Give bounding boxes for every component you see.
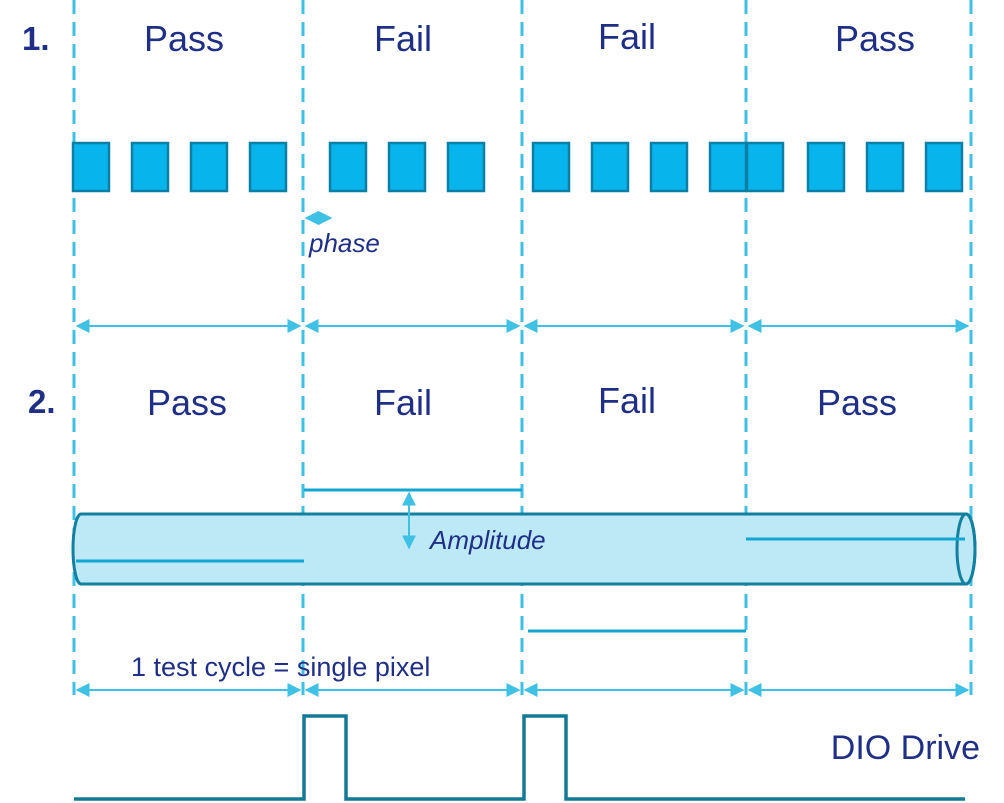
dio-waveform	[74, 714, 965, 801]
cylinder-end-cap	[955, 512, 977, 586]
pixel-block	[130, 141, 170, 193]
segment-label: Pass	[144, 18, 224, 59]
pixel-block	[745, 141, 785, 193]
pixel-row	[71, 141, 964, 193]
segment-label: Fail	[374, 382, 432, 423]
pixel-block	[806, 141, 846, 193]
test-cycle-label: 1 test cycle = single pixel	[131, 652, 430, 682]
pixel-block	[328, 141, 368, 193]
pixel-block	[446, 141, 486, 193]
pixel-block	[248, 141, 288, 193]
pixel-block	[189, 141, 229, 193]
section-1-number: 1.	[22, 20, 50, 57]
section-2-number: 2.	[28, 383, 56, 420]
pixel-block	[590, 141, 630, 193]
pixel-block	[708, 141, 748, 193]
pixel-block	[71, 141, 111, 193]
cycle-boundaries	[72, 0, 973, 695]
segment-label: Pass	[147, 382, 227, 423]
dio-drive-label: DIO Drive	[831, 729, 980, 767]
phase-label: phase	[308, 228, 380, 258]
amplitude-cylinder	[71, 512, 977, 586]
segment-label: Fail	[598, 16, 656, 57]
segment-label: Pass	[835, 18, 915, 59]
pixel-block	[924, 141, 964, 193]
segment-label: Fail	[374, 18, 432, 59]
pixel-block	[649, 141, 689, 193]
amplitude-label: Amplitude	[428, 525, 546, 555]
dio-drive: DIO Drive	[74, 714, 980, 801]
pixel-block	[387, 141, 427, 193]
amplitude-levels	[76, 488, 965, 633]
pixel-block	[531, 141, 571, 193]
pixel-block	[865, 141, 905, 193]
section-1: 1. Pass Fail Fail Pass phase	[22, 16, 970, 333]
section-2: 2. Pass Fail Fail Pass Amplitude 1 test …	[28, 380, 977, 697]
segment-label: Pass	[817, 382, 897, 423]
segment-label: Fail	[598, 380, 656, 421]
